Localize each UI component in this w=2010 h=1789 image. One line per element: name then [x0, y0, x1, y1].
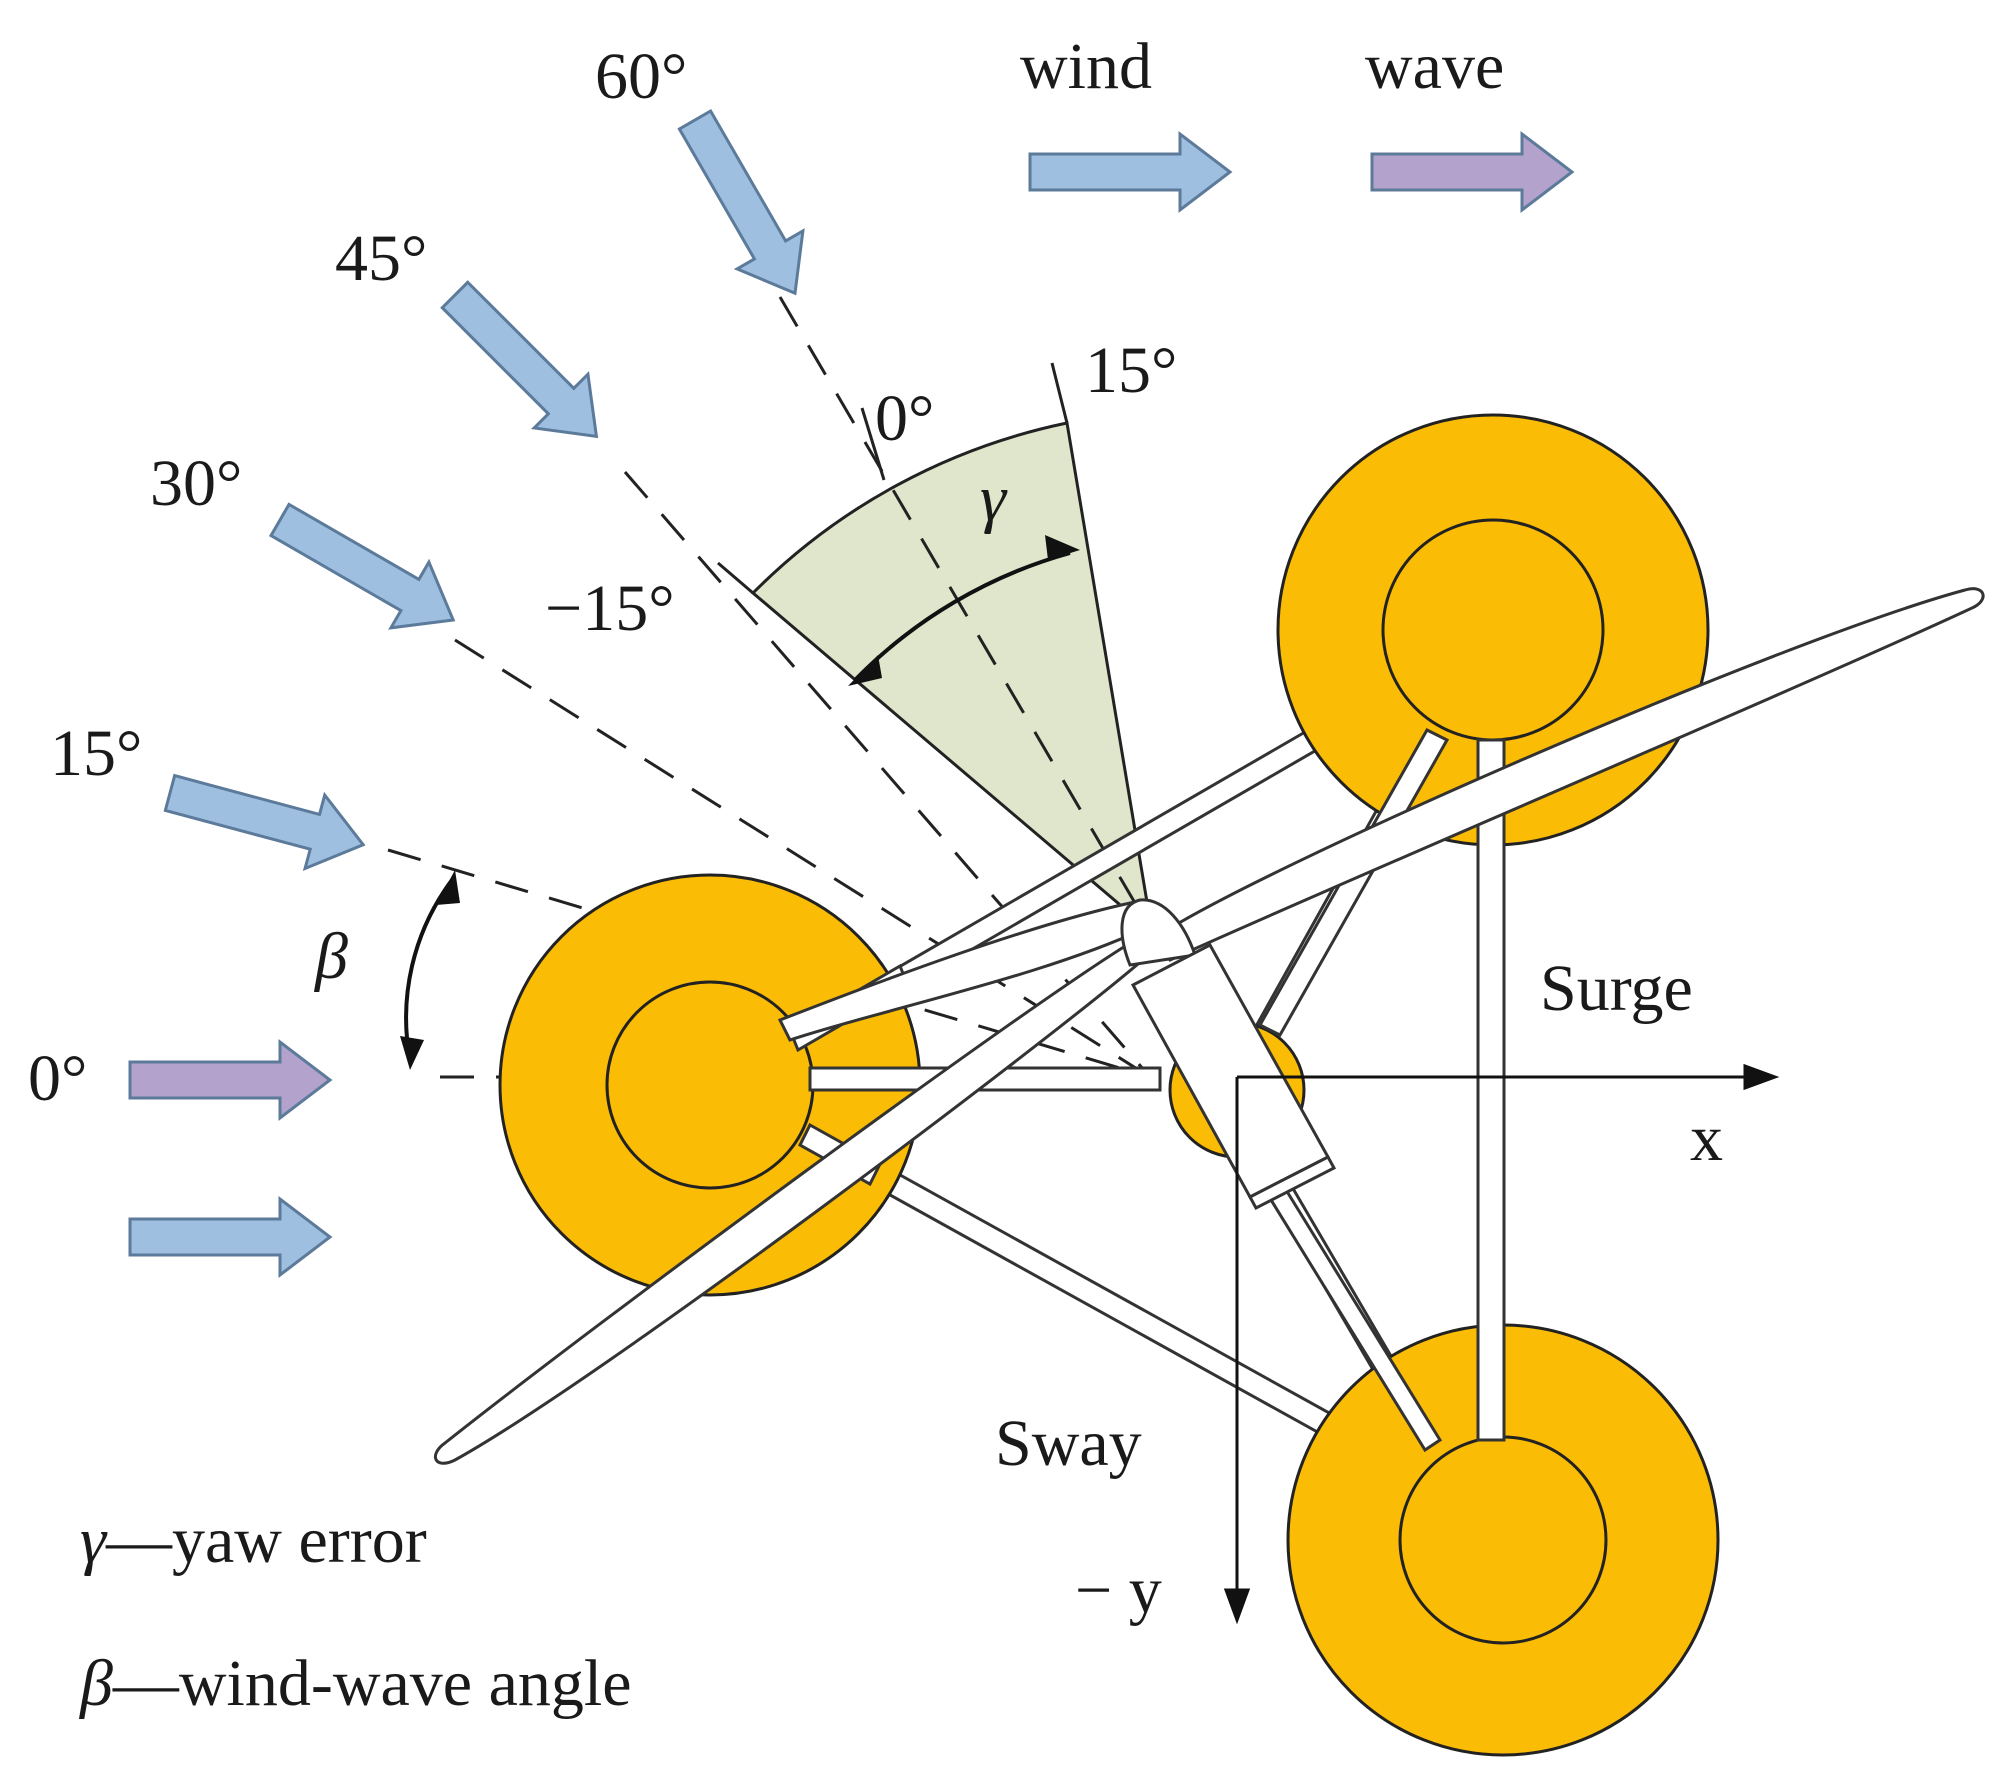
neg-y-axis-arrowhead: [1223, 1588, 1251, 1625]
beta-symbol: β: [313, 920, 348, 993]
neg-y-label: − y: [1075, 1554, 1162, 1627]
gamma-symbol: γ: [980, 462, 1008, 535]
sway-label: Sway: [995, 1407, 1142, 1480]
wind-arrow-45deg: [426, 266, 625, 465]
column-bottom-inner: [1398, 1435, 1608, 1645]
column-top-inner: [1381, 518, 1605, 742]
note-beta-text: —wind-wave angle: [112, 1647, 632, 1720]
note-gamma-symbol: γ: [80, 1504, 108, 1577]
yaw-plus15-line: [1050, 362, 1069, 424]
beta-arc-arrow: [404, 878, 454, 1061]
legend-wave-label: wave: [1365, 30, 1504, 103]
wind-arrow-0deg: [128, 1197, 332, 1277]
legend-wind-label: wind: [1020, 30, 1152, 103]
wind-arrow-30deg: [259, 485, 474, 655]
legend-wind-arrow: [1028, 132, 1232, 212]
dir-label-30: 30°: [150, 447, 242, 520]
dir-label-0: 0°: [28, 1042, 87, 1115]
rotor-blades: [433, 587, 1985, 1465]
note-gamma-text: —yaw error: [105, 1504, 427, 1577]
nacelle-end: [1247, 1154, 1337, 1211]
dir-label-15: 15°: [50, 717, 142, 790]
dash-line-30: [454, 638, 1151, 1079]
beta-arrowhead-top: [436, 870, 460, 905]
blade-upper-left: [777, 898, 1154, 1042]
coordinate-axes: [1223, 1063, 1780, 1625]
yaw-zero-label: 0°: [875, 382, 934, 455]
wind-arrow-60deg: [660, 99, 830, 314]
dash-line-45: [623, 471, 1152, 1078]
dash-line-60: [778, 296, 1154, 933]
blade-lower-left: [433, 937, 1147, 1465]
legend-wave-arrow: [1370, 132, 1574, 212]
note-beta: β—wind-wave angle: [78, 1647, 632, 1720]
x-axis-label: x: [1690, 1102, 1723, 1175]
dir-label-60: 60°: [595, 40, 687, 113]
yaw-zero-tick: [860, 407, 886, 481]
note-gamma: γ—yaw error: [80, 1504, 427, 1577]
dir-label-45: 45°: [335, 222, 427, 295]
yaw-minus15-line: [717, 561, 754, 595]
brace-top-bottom-front: [1476, 738, 1506, 1442]
beta-arrowhead-bottom: [400, 1036, 424, 1070]
hub: [1120, 898, 1197, 967]
gamma-arrowhead-right: [1045, 535, 1080, 560]
wind-arrow-15deg: [158, 754, 375, 883]
note-beta-symbol: β: [78, 1647, 113, 1720]
gamma-arrowhead-left: [848, 655, 882, 686]
blade-upper-right: [1152, 587, 1985, 962]
column-left-inner: [605, 980, 815, 1190]
nacelle-assembly: [1120, 898, 1337, 1211]
x-axis-arrowhead: [1743, 1063, 1780, 1091]
yaw-plus-label: 15°: [1085, 334, 1177, 407]
yaw-minus-label: −15°: [545, 572, 675, 645]
wave-arrow-0deg: [128, 1040, 332, 1120]
surge-label: Surge: [1540, 952, 1693, 1025]
